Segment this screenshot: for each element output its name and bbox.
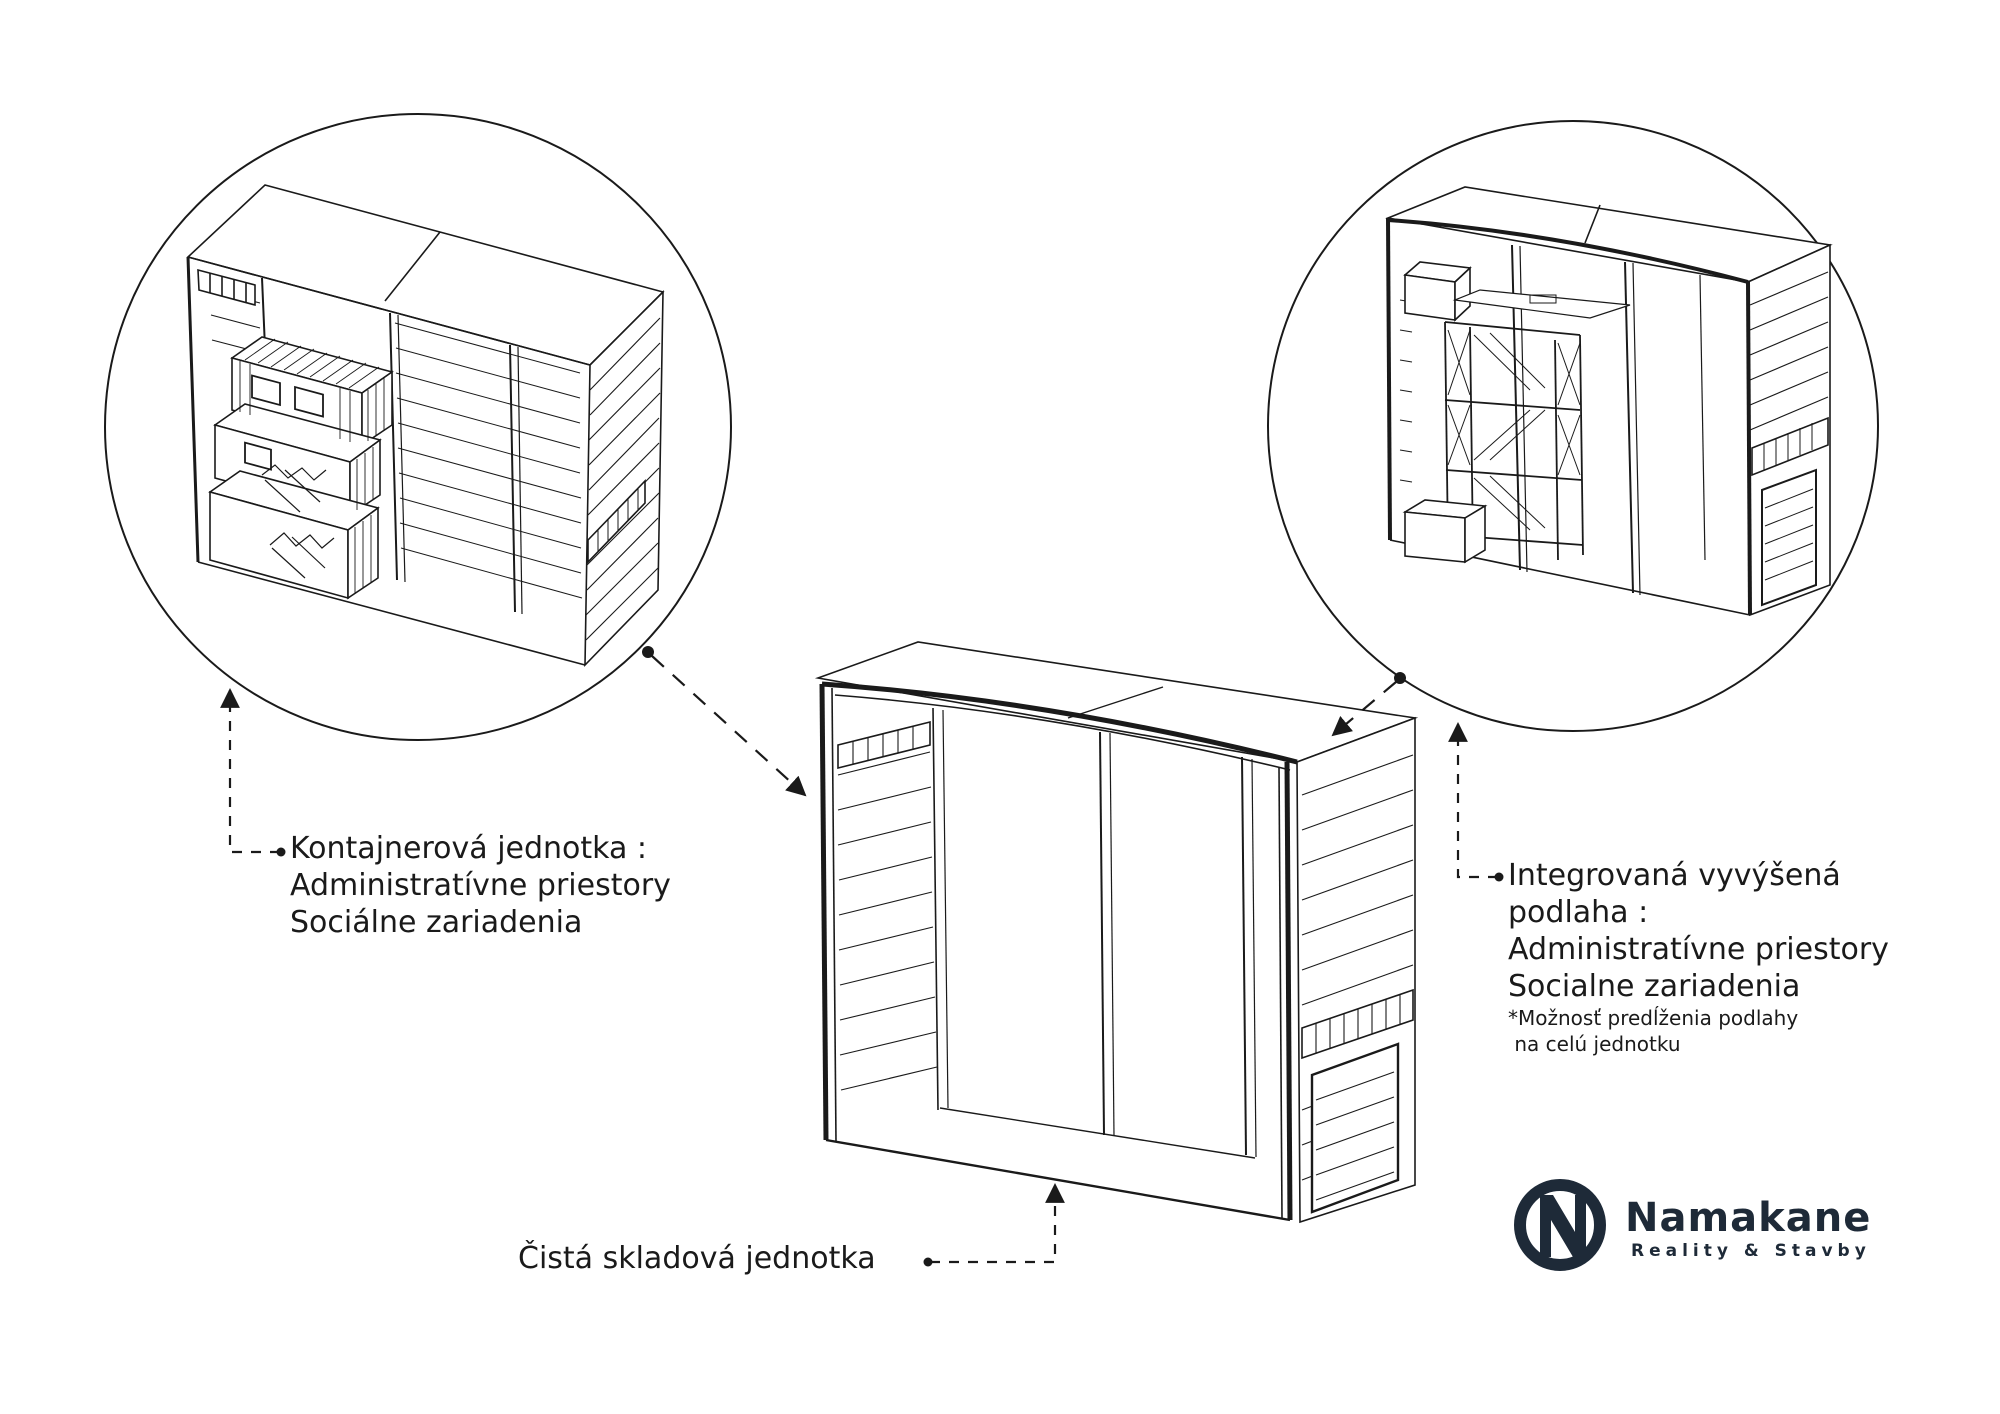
main-warehouse <box>814 641 1419 1224</box>
logo-mark <box>1514 1179 1606 1271</box>
logo-subtitle: Reality & Stavby <box>1631 1241 1871 1261</box>
left-detail-callout <box>104 113 732 741</box>
logo-wordmark: Namakane Reality & Stavby <box>1625 1195 1871 1261</box>
raised-floor-line-1: Integrovaná vyvýšená <box>1508 858 1841 893</box>
clean-storage-text: Čistá skladová jednotka <box>518 1241 876 1276</box>
leader-lines <box>220 646 1504 1267</box>
right-detail-callout <box>1267 120 1879 732</box>
raised-floor-line-3: Administratívne priestory <box>1508 932 1889 967</box>
container-unit-line-1: Kontajnerová jednotka : <box>290 831 648 866</box>
clean-storage-label: Čistá skladová jednotka <box>518 1240 876 1277</box>
raised-floor-line-4: Socialne zariadenia <box>1508 969 1801 1004</box>
raised-floor-label: Integrovaná vyvýšená podlaha : Administr… <box>1508 857 1889 1057</box>
container-unit-label: Kontajnerová jednotka : Administratívne … <box>290 830 671 941</box>
raised-floor-line-2: podlaha : <box>1508 895 1649 930</box>
container-unit-line-3: Sociálne zariadenia <box>290 905 583 940</box>
container-unit-line-2: Administratívne priestory <box>290 868 671 903</box>
raised-floor-note-1: *Možnosť predĺženia podlahy <box>1508 1006 1799 1030</box>
logo-name: Namakane <box>1625 1195 1872 1241</box>
raised-floor-note-2: na celú jednotku <box>1508 1032 1681 1056</box>
